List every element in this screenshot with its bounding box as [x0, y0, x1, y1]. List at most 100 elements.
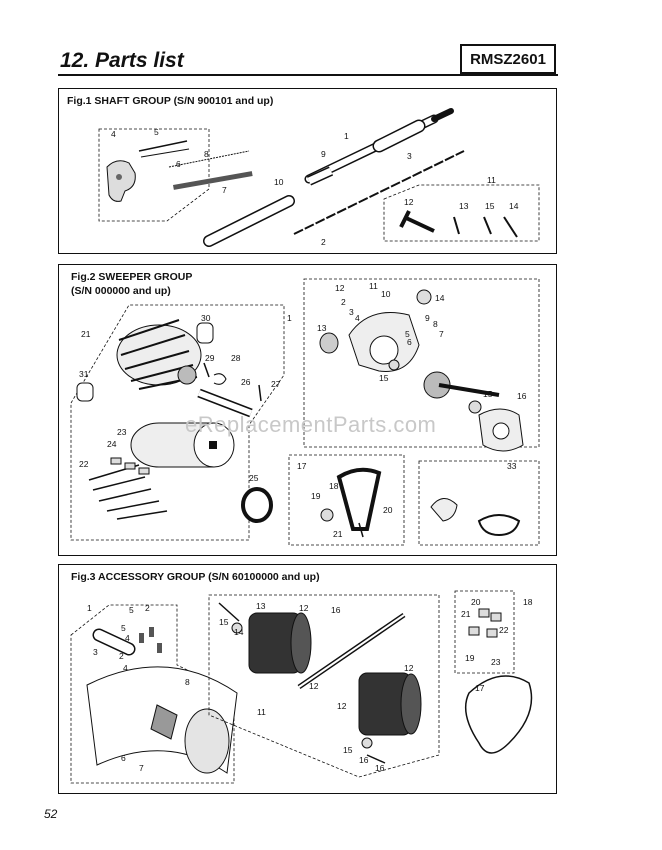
callout-number: 23 — [117, 427, 127, 437]
callout-number: 12 — [404, 197, 414, 207]
gear-15 — [423, 371, 500, 414]
callout-number: 16 — [359, 755, 369, 765]
collar-32 — [76, 382, 94, 402]
bolt-21 — [358, 522, 364, 538]
callout-number: 8 — [204, 149, 209, 159]
shaft-end — [431, 108, 454, 122]
strap-kit-outline — [454, 590, 515, 674]
throttle-cable-6 — [140, 148, 190, 158]
fasteners — [139, 627, 162, 653]
callout-number: 15 — [343, 745, 353, 755]
callout-number: 7 — [439, 329, 444, 339]
callout-number: 18 — [329, 481, 339, 491]
callout-number: 15 — [485, 201, 495, 211]
title-rule — [58, 74, 558, 76]
callout-number: 9 — [425, 313, 430, 323]
fig2-callout-labels: 21 30 29 28 31 26 27 23 24 22 25 1 12 11… — [79, 281, 527, 539]
callout-number: 15 — [483, 389, 493, 399]
callout-number: 12 — [309, 681, 319, 691]
callout-number: 20 — [383, 505, 393, 515]
callout-number: 7 — [139, 763, 144, 773]
callout-number: 7 — [222, 185, 227, 195]
callout-number: 24 — [107, 439, 117, 449]
roller-group-outline — [208, 594, 440, 778]
drive-shaft-2 — [293, 150, 465, 235]
callout-number: 22 — [79, 459, 89, 469]
callout-number: 2 — [341, 297, 346, 307]
paddle-rotor-22 — [116, 319, 202, 390]
callout-number: 23 — [491, 657, 501, 667]
callout-number: 16 — [375, 763, 385, 773]
callout-number: 15 — [379, 373, 389, 383]
page-title: 12. Parts list — [60, 49, 184, 72]
callout-number: 5 — [154, 127, 159, 137]
callout-number: 8 — [433, 319, 438, 329]
callout-number: 10 — [274, 177, 284, 187]
callout-number: 3 — [349, 307, 354, 317]
callout-number: 1 — [87, 603, 92, 613]
callout-number: 26 — [241, 377, 251, 387]
callout-number: 17 — [475, 683, 485, 693]
callout-number: 16 — [517, 391, 527, 401]
callout-number: 27 — [271, 379, 281, 389]
gearbox-bore — [369, 335, 399, 365]
callout-number: 6 — [176, 159, 181, 169]
callout-number: 31 — [79, 369, 89, 379]
rubber-drum-24 — [130, 422, 235, 468]
callout-number: 29 — [205, 353, 215, 363]
callout-number: 30 — [201, 313, 211, 323]
throttle-screw — [116, 174, 122, 180]
callout-number: 4 — [123, 663, 128, 673]
fig1-heading: Fig.1 SHAFT GROUP (S/N 900101 and up) — [67, 95, 274, 107]
bolt-16b — [366, 754, 386, 764]
callout-number: 3 — [93, 647, 98, 657]
fig1-callout-labels: 4 5 6 8 7 1 9 3 10 2 11 12 13 15 14 — [111, 127, 519, 247]
fig2-gearbox-outline — [303, 278, 540, 448]
callout-number: 2 — [145, 603, 150, 613]
pads-25 — [110, 457, 150, 475]
callout-number: 13 — [317, 323, 327, 333]
callout-number: 19 — [465, 653, 475, 663]
callout-number: 17 — [297, 461, 307, 471]
callout-number: 22 — [499, 625, 509, 635]
callout-number: 25 — [249, 473, 259, 483]
callout-number: 18 — [523, 597, 533, 607]
callout-number: 21 — [81, 329, 91, 339]
guard-end — [184, 708, 230, 774]
cap-13 — [319, 332, 339, 354]
plate-8 — [150, 704, 178, 740]
callout-number: 13 — [256, 601, 266, 611]
fig2-heading-line1: Fig.2 SWEEPER GROUP — [71, 271, 193, 283]
callout-number: 10 — [381, 289, 391, 299]
callout-number: 14 — [234, 627, 244, 637]
callout-number: 8 — [185, 677, 190, 687]
callout-number: 13 — [459, 201, 469, 211]
shoulder-strap-17 — [464, 675, 533, 754]
callout-number: 5 — [405, 329, 410, 339]
callout-number: 5 — [121, 623, 126, 633]
clip-29 — [213, 373, 227, 385]
collar-15a — [231, 622, 243, 634]
fig2-heading-line2: (S/N 000000 and up) — [71, 285, 171, 297]
throttle-cable-5 — [138, 140, 188, 152]
model-badge: RMSZ2601 — [460, 44, 556, 74]
handle-subgroup-outline — [288, 454, 405, 546]
ring-26 — [241, 487, 273, 523]
pin-30 — [203, 362, 210, 378]
fig1-exploded-diagram: 4 5 6 8 7 1 9 3 10 2 11 12 13 15 14 — [98, 108, 540, 247]
handle-17 — [336, 467, 382, 531]
callout-number: 4 — [111, 129, 116, 139]
guard-subgroup-outline — [418, 460, 540, 546]
paddle-set-23 — [88, 464, 168, 520]
hex-key-15 — [483, 216, 492, 235]
callout-number: 4 — [125, 633, 130, 643]
watermark: eReplacementParts.com — [185, 412, 437, 437]
fig3-heading: Fig.3 ACCESSORY GROUP (S/N 60100000 and … — [71, 571, 320, 583]
callout-number: 20 — [471, 597, 481, 607]
callout-number: 6 — [407, 337, 412, 347]
callout-number: 12 — [337, 701, 347, 711]
hex-key-13 — [453, 216, 460, 235]
callout-number: 14 — [509, 201, 519, 211]
collar-31 — [196, 322, 214, 344]
fig1-shaft-group-frame: Fig.1 SHAFT GROUP (S/N 900101 and up) — [58, 88, 557, 254]
